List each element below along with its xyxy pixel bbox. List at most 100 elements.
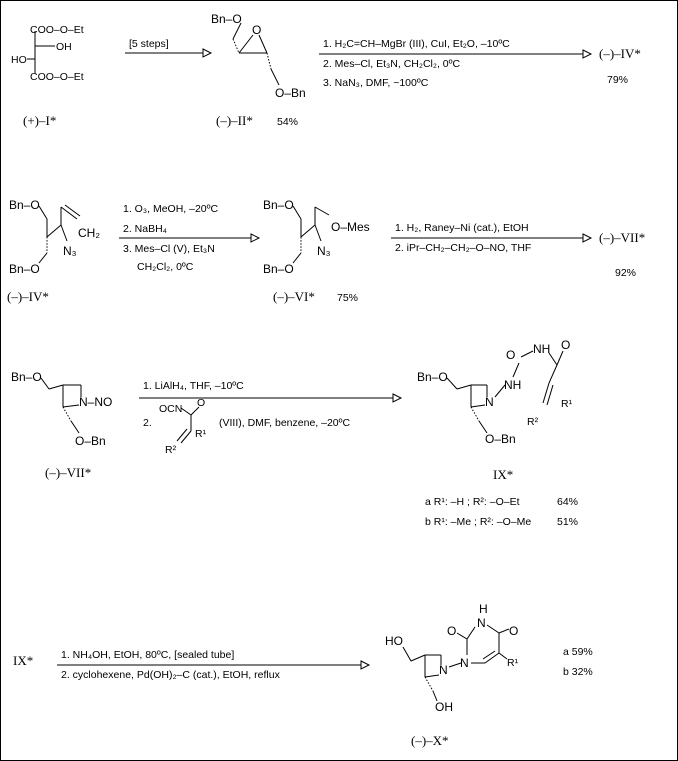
sm-ho-left: HO xyxy=(11,54,27,66)
compound-label-IV: (–)–IV* xyxy=(7,289,49,304)
epoxide-o-bn: O–Bn xyxy=(275,86,306,100)
vi-bn-bottom: Bn–O xyxy=(263,262,294,276)
compound-label-II: (–)–II* xyxy=(216,113,253,128)
bond xyxy=(498,652,508,660)
condition-2-5: 1. H₂, Raney–Ni (cat.), EtOH xyxy=(395,222,529,234)
iv-ch2: CH₂ xyxy=(78,226,100,240)
carbonyl-bond xyxy=(556,350,564,366)
variant-b: b R¹: –Me ; R²: –O–Me xyxy=(425,516,531,528)
compound-label-IX-start: IX* xyxy=(13,653,33,668)
arrow-head xyxy=(582,49,593,59)
reagent-r2: R² xyxy=(165,444,177,456)
condition-2-1: 1. O₃, MeOH, –20ºC xyxy=(123,203,218,215)
product-label-VII: (–)–VII* xyxy=(599,230,645,245)
alkene-double xyxy=(176,428,188,442)
compound-IX: Bn–O N NH O NH O R¹ R² O–Bn IX* xyxy=(417,338,573,482)
ring-bond xyxy=(424,674,440,678)
reagent-o: O xyxy=(197,397,205,409)
arrow-5-steps: [5 steps] xyxy=(125,38,213,58)
alkene-bond xyxy=(180,430,192,444)
bond xyxy=(40,377,50,390)
ring-bond xyxy=(470,404,486,408)
ix-n: N xyxy=(485,395,494,409)
compound-label-IX: IX* xyxy=(493,467,513,482)
compound-II: Bn–O O O–Bn (–)–II* 54% xyxy=(211,12,306,128)
bond xyxy=(448,662,462,668)
condition-2-6: 2. iPr–CH₂–CH₂–O–NO, THF xyxy=(395,242,531,254)
vi-omes: O–Mes xyxy=(331,220,370,234)
sm-oh-right: OH xyxy=(56,41,72,53)
iv-bn-bottom: Bn–O xyxy=(9,262,40,276)
ix-o-urea: O xyxy=(506,348,515,362)
condition-4-1: 1. NH₄OH, EtOH, 80ºC, [sealed tube] xyxy=(61,649,234,661)
ring-bond xyxy=(486,624,500,634)
x-h: H xyxy=(479,602,488,616)
bond xyxy=(292,252,302,264)
arrow-head xyxy=(360,660,371,670)
bond xyxy=(38,252,48,264)
bond xyxy=(46,224,62,238)
bond xyxy=(314,224,322,242)
arrow-head xyxy=(392,393,403,403)
ix-obn: O–Bn xyxy=(485,432,516,446)
compound-IV: Bn–O CH₂ N₃ Bn–O (–)–IV* xyxy=(7,198,100,304)
compound-label-VI: (–)–VI* xyxy=(273,289,315,304)
sm-group-bottom: COO–O–Et xyxy=(30,71,84,83)
ring-bond xyxy=(62,404,80,408)
bond xyxy=(410,654,426,662)
ix-r2: R² xyxy=(527,416,539,428)
dash-bond xyxy=(424,676,434,692)
bond xyxy=(548,364,558,384)
ix-r1: R¹ xyxy=(561,398,573,410)
bond xyxy=(300,224,316,238)
yield-X-b: b 32% xyxy=(563,666,593,678)
dash-bond xyxy=(62,406,72,422)
dash-bond xyxy=(470,406,480,422)
bond xyxy=(494,384,506,398)
bond xyxy=(270,68,280,86)
product-label-IV: (–)–IV* xyxy=(599,46,641,61)
condition-1-1: 1. H₂C=CH–MgBr (III), CuI, Et₂O, –10ºC xyxy=(323,38,510,50)
ring-bond xyxy=(258,34,268,54)
ix-bn: Bn–O xyxy=(417,370,448,384)
dash-bond xyxy=(266,52,272,70)
vinyl-double xyxy=(64,204,81,217)
condition-3-2-rest: (VIII), DMF, benzene, –20ºC xyxy=(219,417,350,429)
bond xyxy=(38,205,48,220)
reagent-ocn: OCN xyxy=(159,403,182,415)
x-o-right: O xyxy=(509,624,518,638)
bond xyxy=(512,362,520,378)
arrow-label-5-steps: [5 steps] xyxy=(129,38,169,50)
ix-hn: NH xyxy=(533,342,550,356)
yield-IV: 79% xyxy=(607,74,628,86)
vi-n3: N₃ xyxy=(317,244,331,258)
vi-bn-top: Bn–O xyxy=(263,198,294,212)
condition-2-4: CH₂Cl₂, 0ºC xyxy=(137,261,194,273)
vinyl-bond xyxy=(60,206,78,220)
condition-1-3: 3. NaN₃, DMF, ~100ºC xyxy=(323,77,429,89)
compound-X: HO N N O H N O R¹ OH (–)–X* xyxy=(385,602,519,748)
vii-obn: O–Bn xyxy=(75,434,106,448)
ring-bond xyxy=(484,652,500,664)
dash-bond xyxy=(232,38,240,54)
compound-label-VII: (–)–VII* xyxy=(45,465,91,480)
bond xyxy=(232,22,242,40)
iv-n3: N₃ xyxy=(63,244,77,258)
condition-3-1: 1. LiAlH₄, THF, –10ºC xyxy=(143,380,244,392)
alkene-bond xyxy=(542,382,550,404)
bond xyxy=(314,206,330,216)
yield-X-a: a 59% xyxy=(563,646,593,658)
vii-nno: N–NO xyxy=(79,395,112,409)
variant-b-yield: 51% xyxy=(557,516,578,528)
bond xyxy=(48,384,64,390)
bond xyxy=(402,646,412,662)
ix-nh: NH xyxy=(504,378,521,392)
ring-bond xyxy=(238,34,254,54)
carbonyl-bond xyxy=(190,406,200,416)
compound-VI: Bn–O O–Mes N₃ Bn–O (–)–VI* 75% xyxy=(263,198,370,304)
yield-II: 54% xyxy=(277,116,298,128)
bond xyxy=(520,350,534,358)
x-ho: HO xyxy=(385,634,403,648)
